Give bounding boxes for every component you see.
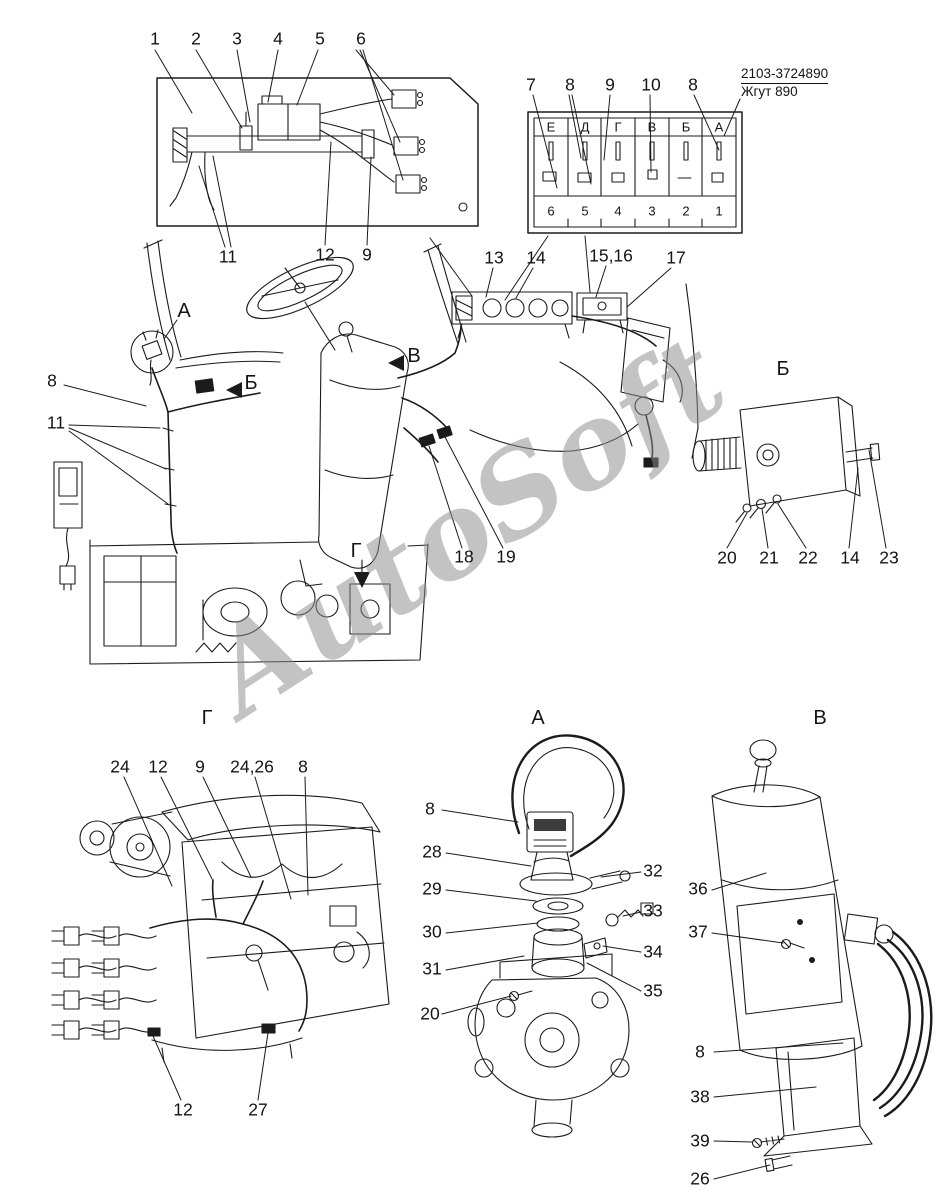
callout-24: 24: [110, 756, 130, 777]
detail-title-b: Б: [776, 358, 790, 380]
detail-title-a: А: [531, 707, 545, 729]
callout-15-16: 15,16: [589, 245, 633, 266]
part-number: 2103-3724890: [741, 66, 829, 84]
callout-8-main: 8: [47, 370, 57, 391]
pin-letter-g: Г: [614, 119, 622, 135]
view-label-a: А: [177, 300, 191, 322]
pin-letter-b: Б: [681, 119, 691, 135]
pin-letter-a: А: [714, 119, 724, 135]
callout-3: 3: [232, 28, 242, 49]
pin-number-5: 5: [581, 203, 589, 219]
callout-26: 26: [690, 1168, 710, 1189]
callout-1: 1: [150, 28, 160, 49]
callout-36: 36: [688, 878, 708, 899]
cab-harness-drawing: [53, 239, 699, 665]
callout-30: 30: [422, 921, 442, 942]
callout-11-panel: 11: [218, 246, 238, 267]
detail-title-v: В: [813, 707, 827, 729]
pin-number-6: 6: [547, 203, 555, 219]
callout-33: 33: [643, 900, 663, 921]
callout-8-connector-left: 8: [565, 74, 575, 95]
callout-17: 17: [666, 247, 686, 268]
callout-39: 39: [690, 1130, 710, 1151]
callout-21: 21: [759, 547, 779, 568]
callout-10: 10: [641, 74, 661, 95]
pin-number-1: 1: [715, 203, 723, 219]
callout-9-g: 9: [195, 756, 205, 777]
pin-letter-d: Д: [580, 119, 590, 135]
part-name: Жгут 890: [741, 84, 798, 99]
callout-2: 2: [191, 28, 201, 49]
callout-35: 35: [643, 980, 663, 1001]
pin-number-4: 4: [614, 203, 622, 219]
callout-27: 27: [248, 1099, 268, 1120]
callout-7: 7: [526, 74, 536, 95]
view-label-v: В: [407, 345, 421, 367]
callout-28: 28: [422, 841, 442, 862]
callout-4: 4: [273, 28, 283, 49]
callout-14-b: 14: [840, 547, 860, 568]
callout-19: 19: [496, 546, 516, 567]
callout-9-panel: 9: [362, 244, 372, 265]
callout-38: 38: [690, 1086, 710, 1107]
callout-34: 34: [643, 941, 663, 962]
callout-5: 5: [315, 28, 325, 49]
detail-v-drawing: [711, 739, 933, 1172]
pin-letter-e: Е: [546, 119, 556, 135]
detail-a-drawing: [467, 734, 654, 1138]
callout-24-26: 24,26: [230, 756, 274, 777]
arrow-down-icon: [354, 572, 370, 588]
callout-20-b: 20: [717, 547, 737, 568]
callout-6: 6: [356, 28, 366, 49]
callout-11-main: 11: [46, 412, 66, 433]
view-arrow-icons: [226, 355, 404, 588]
callout-23: 23: [879, 547, 899, 568]
view-label-b: Б: [244, 372, 258, 394]
callout-8-v: 8: [695, 1041, 705, 1062]
callout-12-g-bottom: 12: [173, 1099, 193, 1120]
callout-12-panel: 12: [315, 244, 335, 265]
callout-32: 32: [643, 860, 663, 881]
pin-number-3: 3: [648, 203, 656, 219]
callout-20-a: 20: [420, 1003, 440, 1024]
connector-block-drawing: [527, 111, 743, 234]
detail-b-drawing: [692, 396, 881, 523]
callout-31: 31: [422, 958, 442, 979]
callout-8-a: 8: [425, 798, 435, 819]
callout-8-g: 8: [298, 756, 308, 777]
detail-title-g: Г: [201, 707, 213, 729]
callout-13: 13: [484, 247, 504, 268]
relay-panel-drawing: [156, 77, 479, 227]
callout-12-g: 12: [148, 756, 168, 777]
callout-29: 29: [422, 878, 442, 899]
pin-letter-v: В: [647, 119, 657, 135]
arrow-left-icon: [388, 355, 404, 371]
detail-g-drawing: [51, 794, 390, 1063]
callout-37: 37: [688, 921, 708, 942]
leader-lines: [63, 49, 887, 1180]
callout-14-main: 14: [526, 247, 546, 268]
pin-number-2: 2: [682, 203, 690, 219]
callout-22: 22: [798, 547, 818, 568]
arrow-left-icon: [226, 382, 242, 398]
view-label-g: Г: [350, 540, 362, 562]
callout-9-connector: 9: [605, 74, 615, 95]
callout-8-connector-right: 8: [688, 74, 698, 95]
callout-18: 18: [454, 546, 474, 567]
